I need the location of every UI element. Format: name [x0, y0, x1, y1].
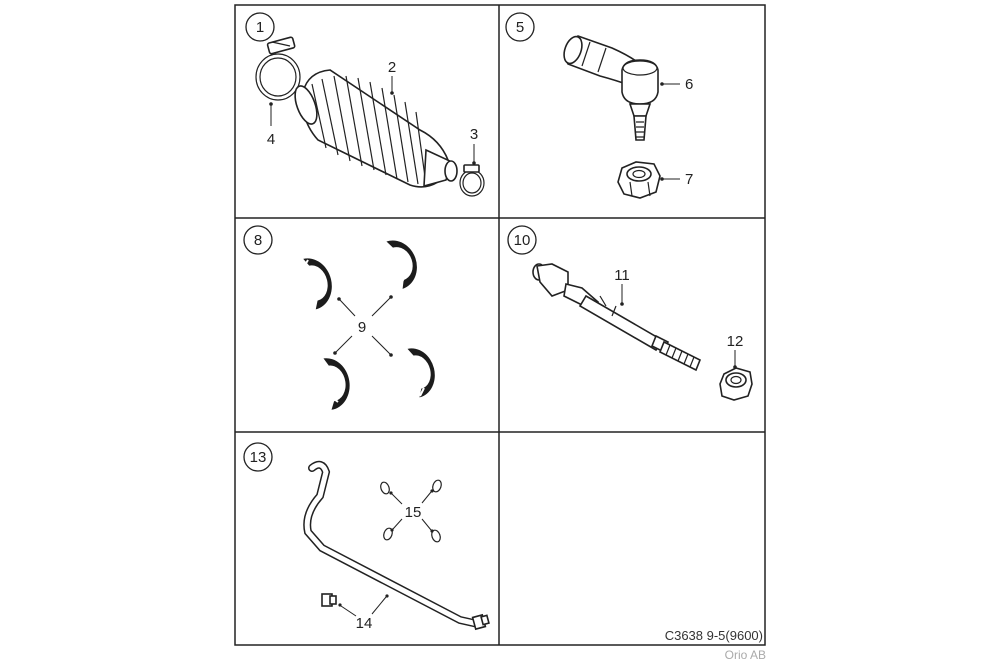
credit-text: Orio AB [725, 648, 766, 662]
callout-9: 9 [358, 319, 366, 336]
panel-number-circle [243, 225, 273, 255]
callout-12: 12 [727, 333, 744, 350]
panel-number-circle [245, 12, 275, 42]
callout-2: 2 [388, 59, 396, 76]
inner-tie-rod-icon [532, 263, 702, 372]
panel-number: 1 [256, 19, 264, 36]
o-ring-icon [380, 481, 390, 495]
callout-4: 4 [267, 131, 275, 148]
rack-boot-icon [294, 69, 458, 188]
callout-14: 14 [356, 615, 373, 632]
panel-8: 8 9 [243, 225, 435, 410]
tie-rod-end-icon [563, 35, 659, 141]
pipe-icon [303, 460, 490, 631]
lock-nut-icon [617, 161, 661, 199]
o-ring-icon [383, 527, 393, 541]
shim-ring-icon [295, 258, 332, 310]
o-ring-icon [432, 479, 442, 493]
panel-grid [234, 4, 766, 646]
panel-number: 5 [516, 19, 524, 36]
panel-number-circle [507, 225, 537, 255]
callout-6: 6 [685, 76, 693, 93]
panel-10: 10 11 12 [507, 225, 753, 401]
panel-number: 8 [254, 232, 262, 249]
shim-ring-icon [399, 348, 435, 398]
shim-ring-icon [315, 358, 350, 410]
panel-13: 13 15 14 [243, 442, 490, 632]
panel-number-circle [243, 442, 273, 472]
panel-number: 13 [250, 449, 267, 466]
callout-15: 15 [405, 504, 422, 521]
hose-clamp-icon [459, 164, 485, 197]
pipe-icon [245, 480, 337, 607]
callout-11: 11 [614, 267, 630, 284]
panel-number-circle [505, 12, 535, 42]
o-ring-icon [431, 529, 441, 543]
figure-code: C3638 9-5(9600) [665, 628, 763, 643]
panel-number: 10 [514, 232, 531, 249]
hose-clamp-icon [255, 36, 301, 101]
lock-nut-icon [719, 367, 753, 401]
panel-1: 1 2 3 4 [245, 12, 485, 197]
panel-5: 5 6 7 [505, 12, 693, 199]
callout-3: 3 [470, 126, 478, 143]
callout-7: 7 [685, 171, 693, 188]
shim-ring-icon [379, 240, 417, 289]
